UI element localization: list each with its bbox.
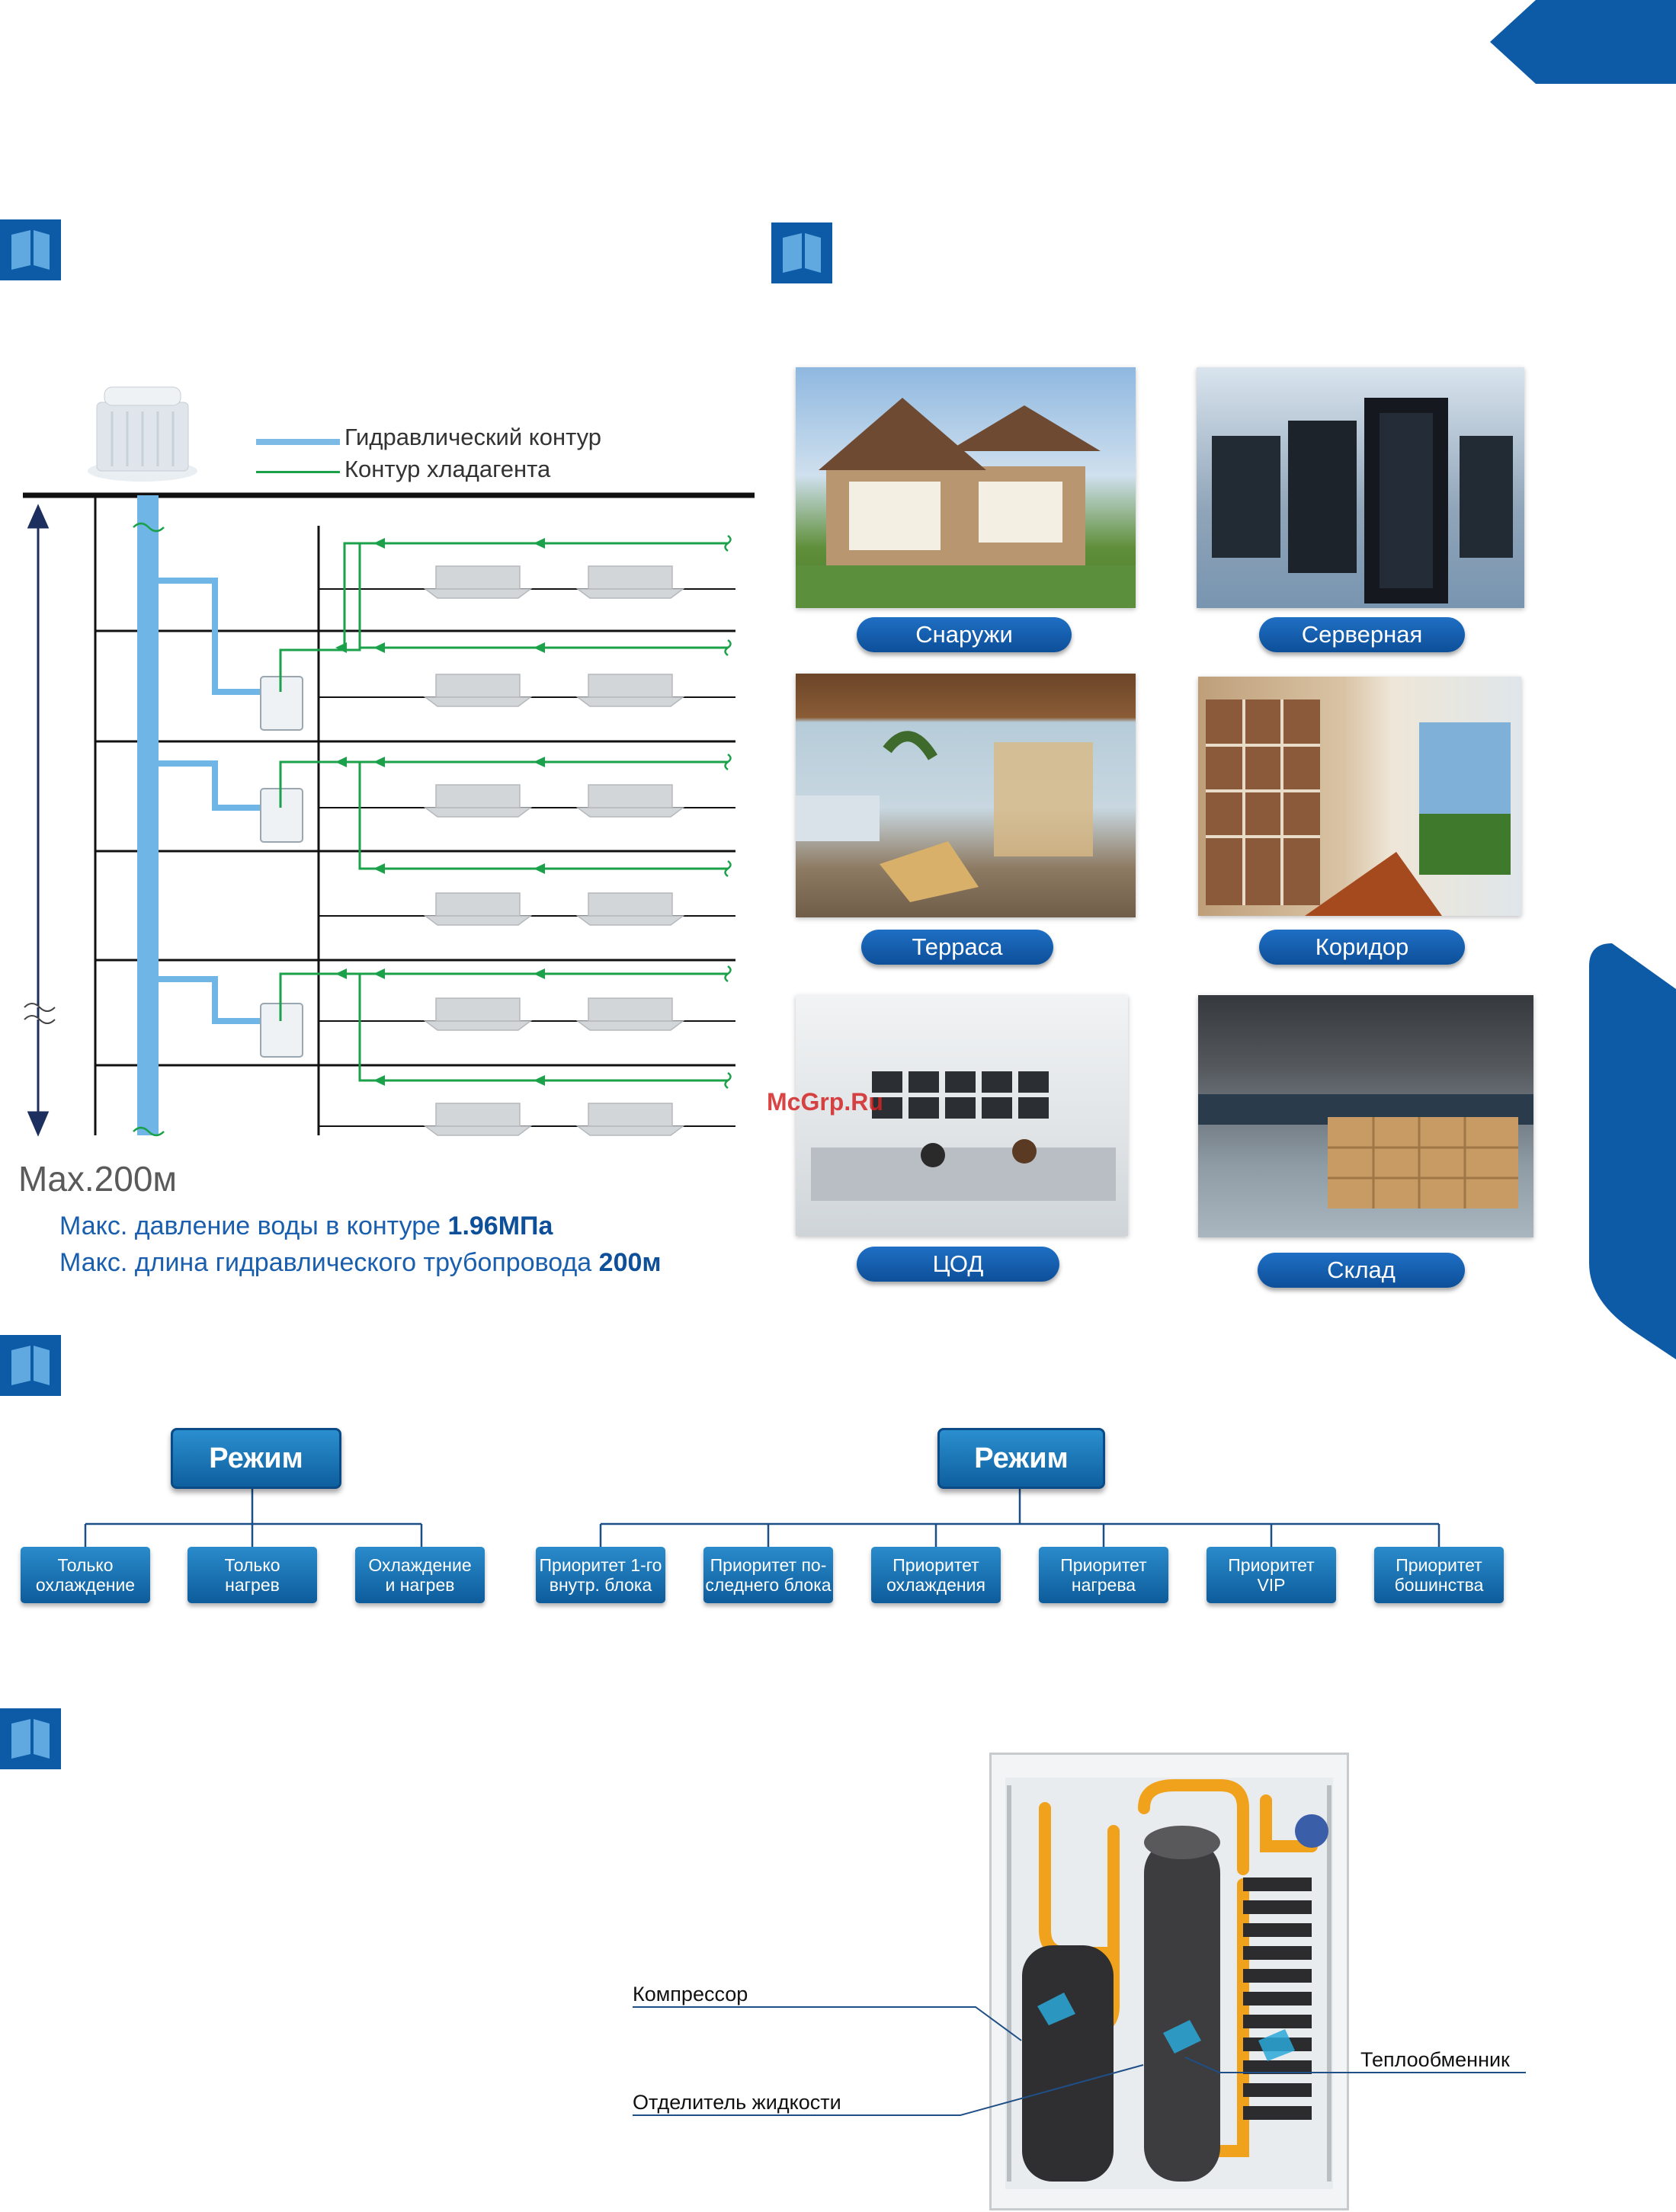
cooling-tower-icon bbox=[88, 386, 197, 482]
note-pipe-length: Макс. длина гидравлического трубопровода… bbox=[59, 1248, 662, 1278]
photo-corridor bbox=[1198, 677, 1521, 916]
mode-priority-last-unit: Приоритет по- следнего блока bbox=[703, 1547, 833, 1603]
callout-exchanger: Теплообменник bbox=[1360, 2048, 1510, 2071]
mode-priority-majority: Приоритет бошинства bbox=[1374, 1547, 1504, 1603]
section-icon-unit bbox=[0, 1708, 61, 1769]
mode-priority-cooling: Приоритет охлаждения bbox=[871, 1547, 1001, 1603]
mode-priority-heating: Приоритет нагрева bbox=[1039, 1547, 1168, 1603]
section-icon-applications bbox=[771, 222, 832, 283]
label-outside: Снаружи bbox=[857, 617, 1072, 652]
mode-cooling-only: Только охлаждение bbox=[21, 1547, 150, 1603]
mode-title-left: Режим bbox=[171, 1428, 341, 1489]
mode-priority-last-unit-label: Приоритет по- следнего блока bbox=[705, 1555, 832, 1595]
mode-priority-vip-label: Приоритет VIP bbox=[1228, 1555, 1315, 1595]
unit-internals-photo bbox=[989, 1753, 1349, 2210]
note-water-pressure-value: 1.96МПа bbox=[447, 1212, 553, 1240]
mode-heating-only-label: Только нагрев bbox=[224, 1555, 280, 1595]
note-water-pressure-text: Макс. давление воды в контуре bbox=[59, 1212, 448, 1240]
mode-heating-only: Только нагрев bbox=[187, 1547, 317, 1603]
mode-priority-vip: Приоритет VIP bbox=[1207, 1547, 1336, 1603]
photo-terrace bbox=[796, 674, 1136, 917]
corner-tab bbox=[1490, 0, 1676, 84]
watermark: McGrp.Ru bbox=[767, 1088, 883, 1116]
photo-outside bbox=[796, 367, 1136, 608]
mode-cooling-heating-label: Охлаждение и нагрев bbox=[368, 1555, 472, 1595]
photo-server-room bbox=[1197, 367, 1524, 608]
mode-priority-first-indoor-label: Приоритет 1-го внутр. блока bbox=[539, 1555, 662, 1595]
legend-hydraulic-label: Гидравлический контур bbox=[344, 424, 602, 450]
callout-separator: Отделитель жидкости bbox=[633, 2091, 841, 2114]
legend-hydraulic-swatch bbox=[256, 439, 340, 445]
label-data-center: ЦОД bbox=[857, 1247, 1059, 1282]
label-server-room: Серверная bbox=[1259, 617, 1465, 652]
mode-cooling-only-label: Только охлаждение bbox=[35, 1555, 136, 1595]
legend-refrigerant-label: Контур хладагента bbox=[344, 456, 551, 482]
side-tab bbox=[1589, 943, 1676, 1359]
mode-priority-cooling-label: Приоритет охлаждения bbox=[886, 1555, 985, 1595]
photo-data-center bbox=[796, 995, 1128, 1236]
note-water-pressure: Макс. давление воды в контуре 1.96МПа bbox=[59, 1212, 553, 1241]
mode-cooling-heating: Охлаждение и нагрев bbox=[355, 1547, 485, 1603]
label-warehouse: Склад bbox=[1258, 1253, 1465, 1288]
note-pipe-length-value: 200м bbox=[598, 1248, 662, 1277]
mode-title-right: Режим bbox=[937, 1428, 1105, 1489]
hydraulic-scheme: Гидравлический контур Контур хладагента bbox=[0, 351, 762, 1295]
label-corridor: Коридор bbox=[1259, 930, 1465, 965]
note-pipe-length-text: Макс. длина гидравлического трубопровода bbox=[59, 1248, 599, 1277]
legend-refrigerant-swatch bbox=[256, 471, 340, 473]
photo-warehouse bbox=[1198, 995, 1533, 1237]
label-terrace: Терраса bbox=[861, 930, 1053, 965]
piping-diagram bbox=[23, 492, 755, 1137]
mode-priority-heating-label: Приоритет нагрева bbox=[1060, 1555, 1147, 1595]
max-height-label: Max.200м bbox=[18, 1159, 178, 1199]
callout-compressor: Компрессор bbox=[633, 1983, 748, 2006]
mode-priority-first-indoor: Приоритет 1-го внутр. блока bbox=[536, 1547, 665, 1603]
mode-priority-majority-label: Приоритет бошинства bbox=[1394, 1555, 1484, 1595]
callout-lines bbox=[633, 2006, 1526, 2116]
mode-tree-connectors bbox=[84, 1486, 1440, 1547]
section-icon-hydraulic bbox=[0, 219, 61, 280]
section-icon-modes bbox=[0, 1335, 61, 1396]
